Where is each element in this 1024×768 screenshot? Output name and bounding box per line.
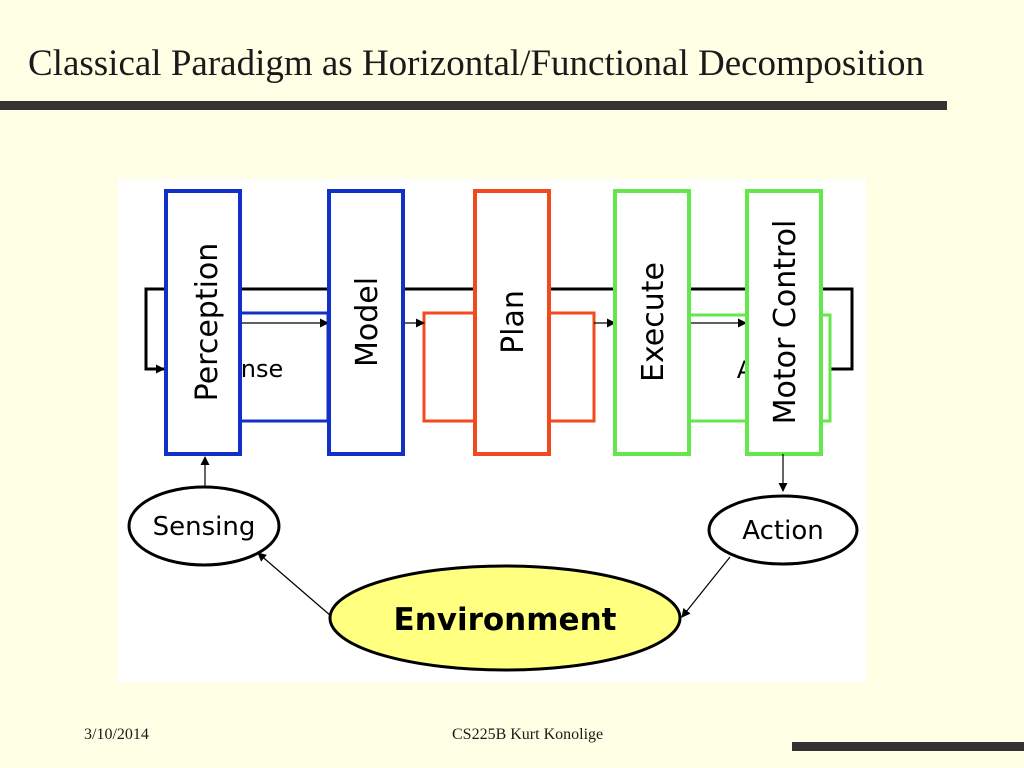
footer-date: 3/10/2014 [84,726,149,743]
slide-title: Classical Paradigm as Horizontal/Functio… [28,43,925,84]
module-motor-control-label: Motor Control [768,220,803,425]
environment-node: Environment [328,564,682,672]
module-plan-label: Plan [496,290,531,354]
action-node: Action [707,494,859,566]
sensing-node: Sensing [127,485,281,567]
module-perception: Perception [164,189,242,456]
action-to-environment-arrow [681,556,731,618]
module-execute-label: Execute [636,262,671,382]
diagram-canvas: Sense Act Perception Model Plan Execute … [127,189,859,672]
module-model-label: Model [350,277,385,367]
module-model: Model [327,189,405,456]
footer-divider [792,742,1024,751]
title-divider [0,101,947,110]
sensing-node-label: Sensing [153,512,256,542]
footer-course: CS225B Kurt Konolige [452,726,604,743]
action-node-label: Action [742,516,823,546]
module-motor-control: Motor Control [745,189,823,456]
decomposition-diagram: Sense Act Perception Model Plan Execute … [118,179,866,682]
environment-to-sensing-arrow [257,552,332,617]
module-perception-label: Perception [190,243,225,402]
environment-node-label: Environment [394,602,617,638]
module-plan: Plan [473,189,551,456]
module-execute: Execute [613,189,691,456]
